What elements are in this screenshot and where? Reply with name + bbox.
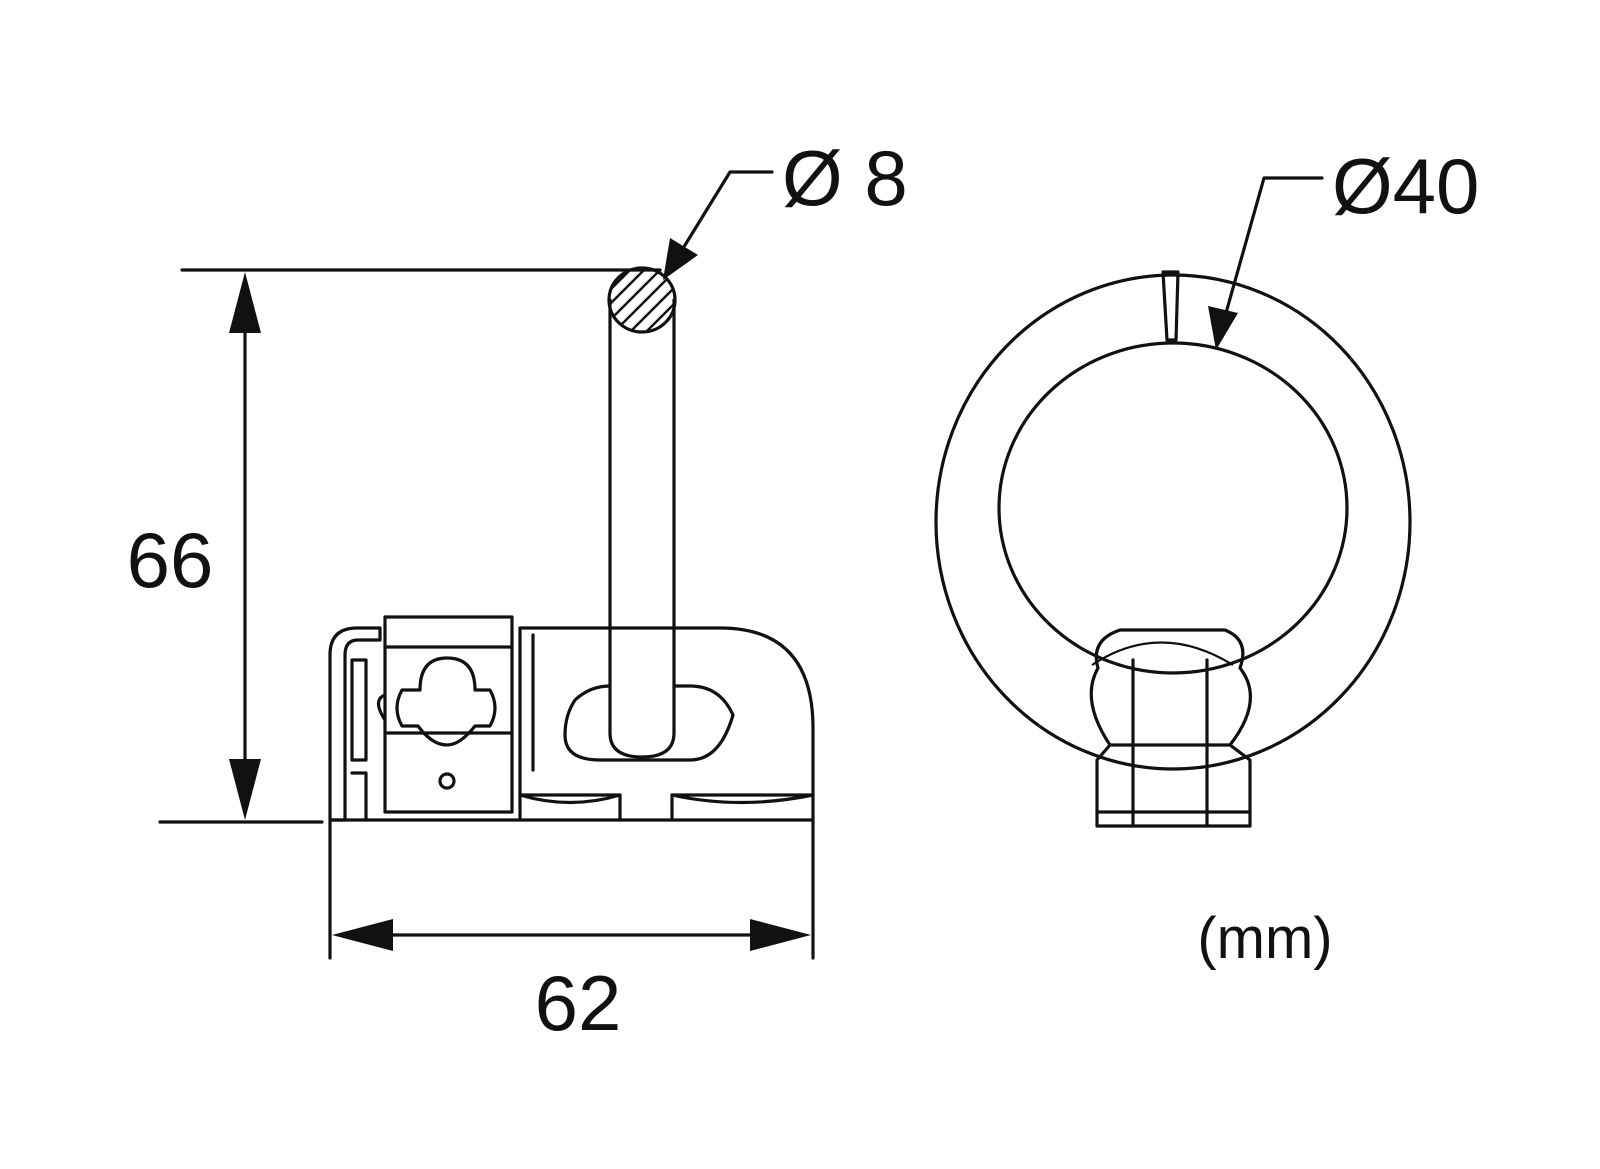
housing-oval-slot — [563, 684, 735, 762]
clamp-block — [383, 615, 514, 814]
height-label: 66 — [127, 516, 214, 604]
units-label: (mm) — [1197, 906, 1332, 971]
ring-diameter-callout: Ø40 — [1208, 142, 1479, 350]
housing-outline — [328, 626, 815, 822]
rod-section — [607, 266, 677, 334]
width-dimension: 62 — [328, 820, 815, 1047]
width-arrow-left — [332, 919, 393, 951]
rod-leader-arrow — [663, 238, 698, 280]
rod-leader-line — [680, 170, 774, 252]
foot-left — [518, 793, 622, 822]
swivel-body — [1089, 628, 1252, 747]
housing-left-flange — [328, 626, 382, 822]
foot-right — [670, 793, 815, 822]
ring-inner — [997, 341, 1349, 675]
clamp-left-notch — [376, 693, 387, 722]
rod-body — [608, 298, 676, 759]
side-view — [328, 266, 815, 822]
housing-slot — [350, 658, 368, 762]
ring-outer — [934, 273, 1412, 771]
ring-leader-arrow — [1208, 306, 1238, 350]
housing-lower-slot — [350, 771, 368, 822]
height-arrow-top — [229, 272, 261, 333]
ring-leader-line — [1222, 176, 1324, 322]
clamp-pin — [438, 772, 456, 790]
ring-diameter-label: Ø40 — [1332, 142, 1479, 230]
height-arrow-bottom — [229, 759, 261, 820]
width-arrow-right — [750, 919, 811, 951]
rod-diameter-label: Ø 8 — [782, 134, 908, 222]
width-label: 62 — [535, 959, 622, 1047]
height-dimension: 66 — [127, 268, 662, 824]
swivel-base — [1095, 743, 1252, 828]
rod-section-hatch — [609, 268, 675, 332]
rod-diameter-callout: Ø 8 — [663, 134, 908, 280]
ring-gate-pin — [1161, 270, 1180, 342]
front-view — [934, 270, 1412, 828]
swivel-top-arc — [1091, 641, 1234, 666]
clamp-cam — [395, 656, 497, 747]
